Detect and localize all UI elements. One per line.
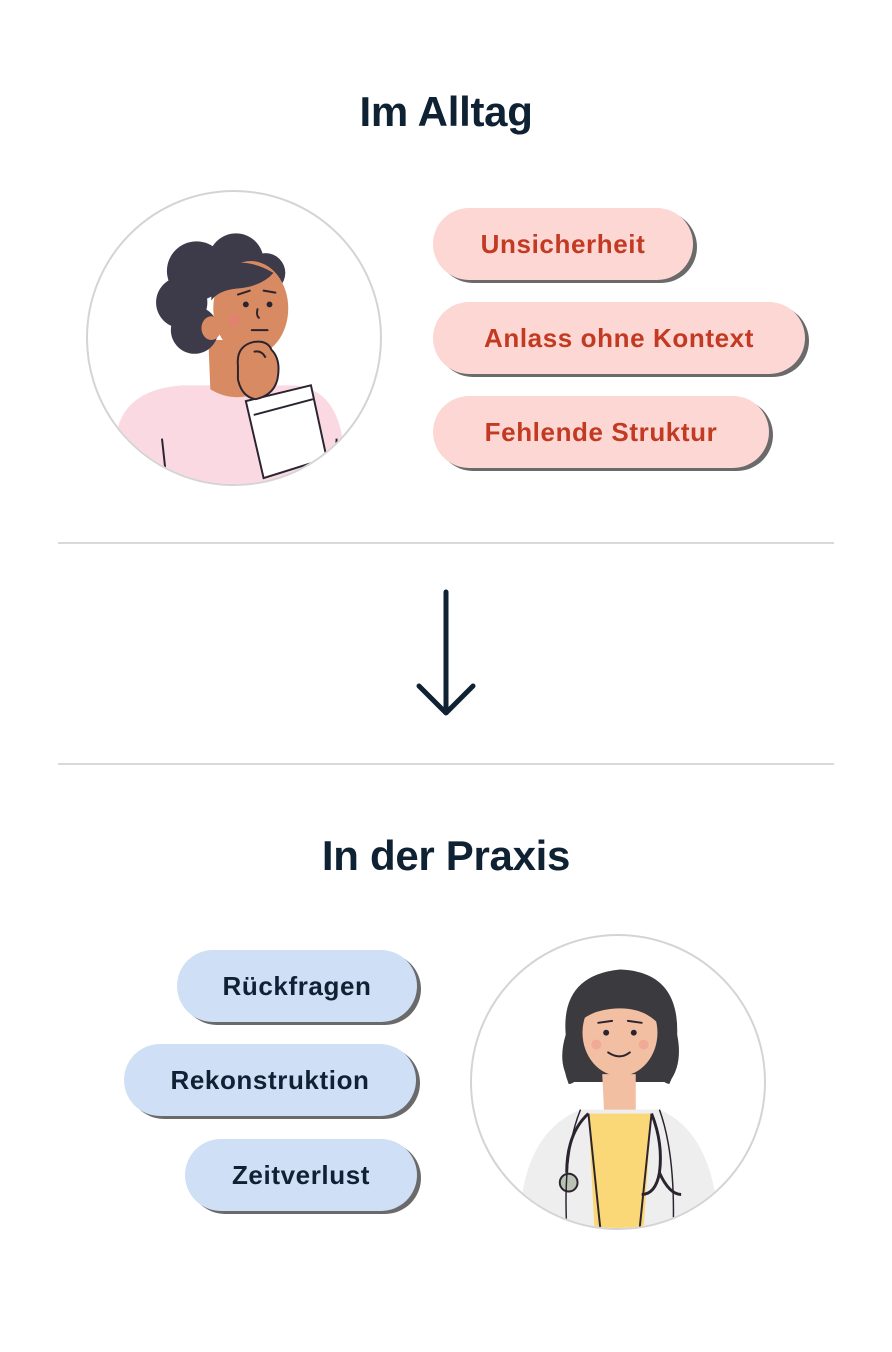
section-title-everyday: Im Alltag — [359, 88, 533, 135]
section-divider-bottom — [58, 763, 834, 765]
section-divider-top — [58, 542, 834, 544]
chip-zeitverlust: Zeitverlust — [185, 1139, 417, 1211]
chip-anlass-ohne-kontext: Anlass ohne Kontext — [433, 302, 805, 374]
chip-rueckfragen: Rückfragen — [177, 950, 417, 1022]
arrow-down-icon — [416, 589, 476, 716]
chip-unsicherheit: Unsicherheit — [433, 208, 693, 280]
chip-fehlende-struktur: Fehlende Struktur — [433, 396, 769, 468]
chip-rekonstruktion: Rekonstruktion — [124, 1044, 416, 1116]
doctor-icon — [470, 934, 766, 1230]
section-title-practice: In der Praxis — [321, 832, 571, 879]
thinking-patient-icon — [86, 190, 382, 486]
